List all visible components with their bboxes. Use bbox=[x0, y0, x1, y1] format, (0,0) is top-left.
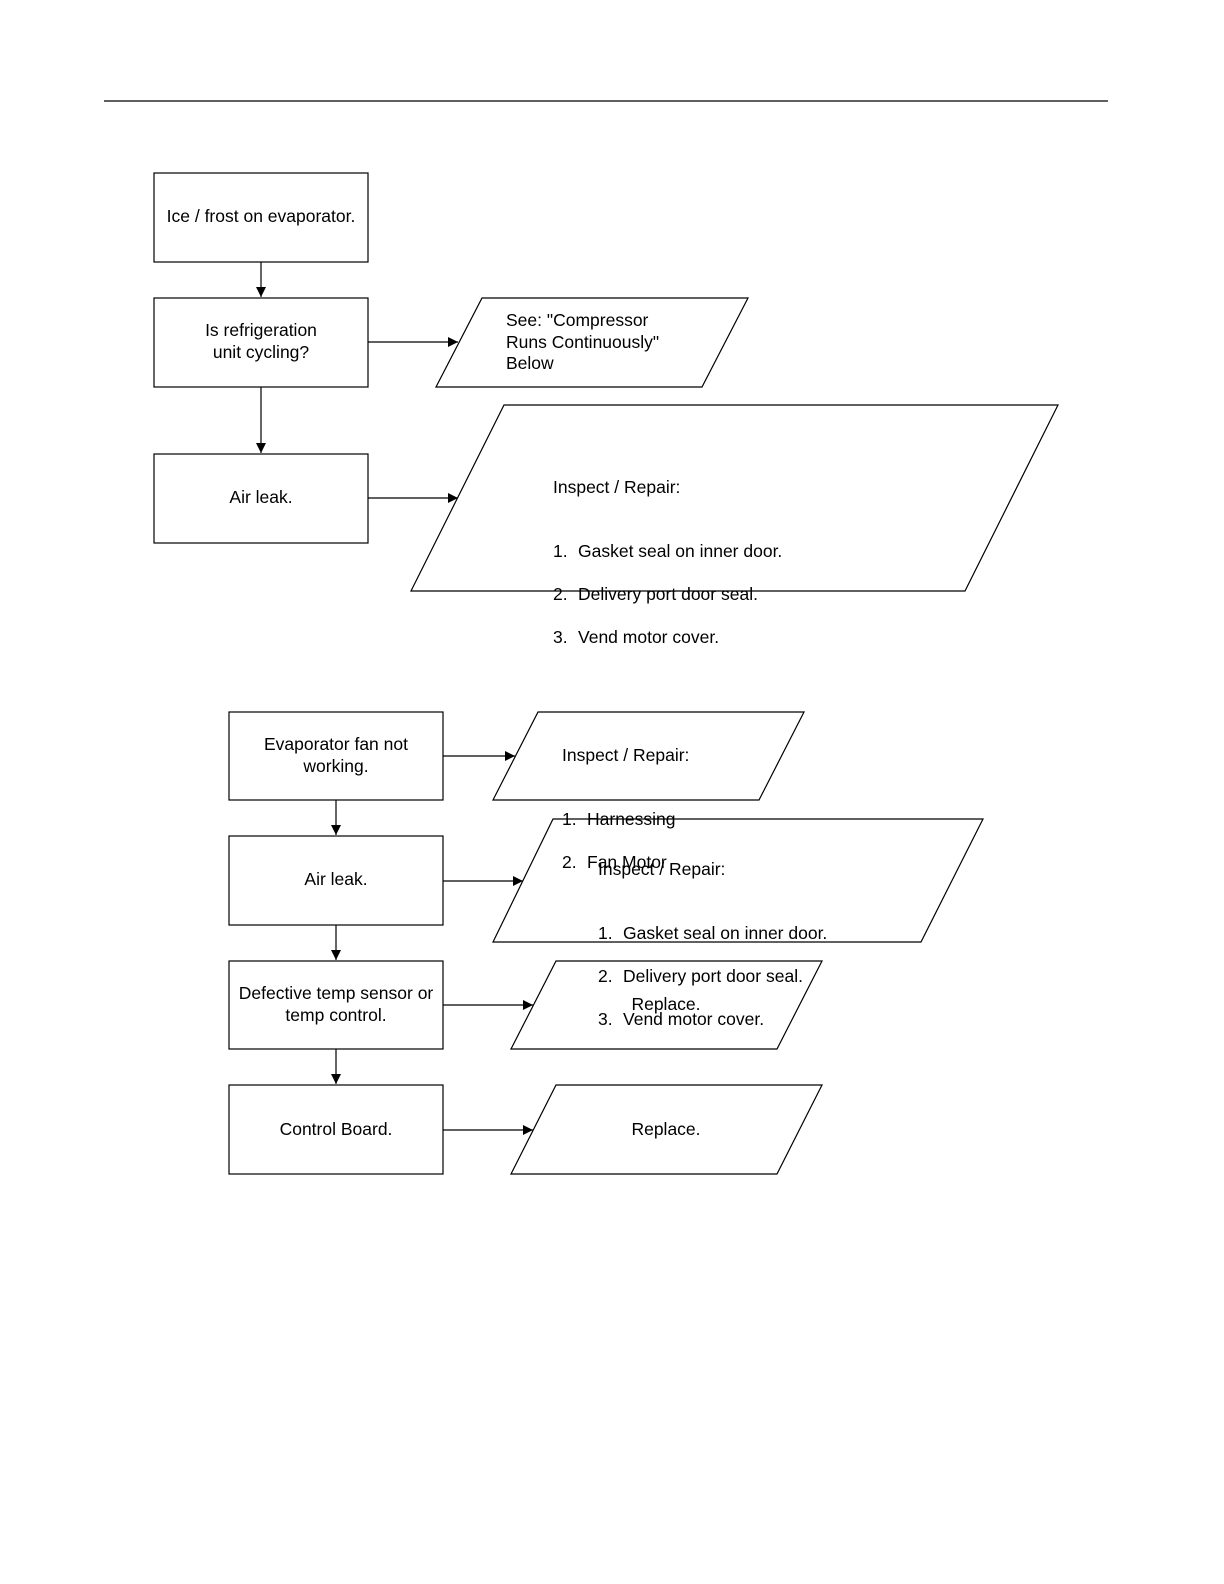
fan-inspect-heading: Inspect / Repair: bbox=[562, 744, 690, 765]
list-item-text: Delivery port door seal. bbox=[623, 966, 803, 986]
list-item: 1. Harnessing bbox=[562, 809, 782, 831]
list-item-number: 1. bbox=[562, 809, 577, 829]
list-item-text: Gasket seal on inner door. bbox=[623, 923, 828, 943]
step-board-label: Control Board. bbox=[279, 1119, 393, 1139]
list-item-text: Vend motor cover. bbox=[578, 627, 720, 647]
process-box-sensor bbox=[228, 960, 444, 1050]
process-box-air-leak-1 bbox=[153, 453, 369, 544]
step-air-leak-label-1: Air leak. bbox=[229, 487, 293, 507]
list-item-text: Harnessing bbox=[587, 809, 676, 829]
decision-box-cycling bbox=[153, 297, 369, 388]
process-box-fan bbox=[228, 711, 444, 801]
list-item-number: 3. bbox=[598, 1009, 613, 1029]
step-fan-label: Evaporator fan not working. bbox=[264, 734, 408, 776]
result-fan-block: Inspect / Repair: 1. Harnessing 2. Fan M… bbox=[562, 723, 782, 917]
list-item-number: 2. bbox=[598, 966, 613, 986]
list-item-text: Vend motor cover. bbox=[623, 1009, 765, 1029]
list-item: 3. Vend motor cover. bbox=[553, 627, 853, 649]
step-sensor-label: Defective temp sensor or temp control. bbox=[238, 983, 434, 1025]
result-parallelogram-replace-board bbox=[510, 1084, 823, 1175]
process-box-air-leak-2 bbox=[228, 835, 444, 926]
inspect-list-2: 1. Gasket seal on inner door. 2. Deliver… bbox=[598, 902, 898, 1053]
inspect-heading-1: Inspect / Repair: bbox=[553, 476, 681, 497]
list-item-text: Delivery port door seal. bbox=[578, 584, 758, 604]
list-item-number: 2. bbox=[562, 852, 577, 872]
inspect-heading-2: Inspect / Repair: bbox=[598, 858, 726, 879]
process-box-board bbox=[228, 1084, 444, 1175]
list-item-text: Gasket seal on inner door. bbox=[578, 541, 783, 561]
result-inspect-block-2: Inspect / Repair: 1. Gasket seal on inne… bbox=[598, 837, 898, 1074]
list-item: 1. Gasket seal on inner door. bbox=[598, 923, 898, 945]
list-item: 3. Vend motor cover. bbox=[598, 1009, 898, 1031]
list-item: 2. Fan Motor bbox=[562, 852, 782, 874]
result-parallelogram-fan bbox=[492, 711, 805, 801]
result-parallelogram-replace-sensor bbox=[510, 960, 823, 1050]
list-item-number: 2. bbox=[553, 584, 568, 604]
list-item: 1. Gasket seal on inner door. bbox=[553, 541, 853, 563]
result-replace-board-label: Replace. bbox=[631, 1119, 701, 1139]
list-item-text: Fan Motor bbox=[587, 852, 667, 872]
step-cycling-label: Is refrigeration unit cycling? bbox=[205, 320, 317, 362]
result-replace-sensor-label: Replace. bbox=[631, 994, 701, 1014]
list-item-number: 3. bbox=[553, 627, 568, 647]
list-item-number: 1. bbox=[553, 541, 568, 561]
step-air-leak-label-2: Air leak. bbox=[304, 869, 368, 889]
fan-inspect-list: 1. Harnessing 2. Fan Motor bbox=[562, 788, 782, 896]
result-inspect-block-1: Inspect / Repair: 1. Gasket seal on inne… bbox=[553, 455, 853, 692]
result-parallelogram-inspect-2 bbox=[492, 818, 984, 943]
step-ice-frost-label: Ice / frost on evaporator. bbox=[166, 206, 356, 226]
inspect-list-1: 1. Gasket seal on inner door. 2. Deliver… bbox=[553, 520, 853, 671]
list-item: 2. Delivery port door seal. bbox=[598, 966, 898, 988]
result-parallelogram-inspect-1 bbox=[410, 404, 1059, 592]
result-parallelogram-compressor bbox=[435, 297, 749, 388]
result-see-compressor-label: See: "Compressor Runs Continuously" Belo… bbox=[506, 310, 660, 373]
list-item-number: 1. bbox=[598, 923, 613, 943]
list-item: 2. Delivery port door seal. bbox=[553, 584, 853, 606]
